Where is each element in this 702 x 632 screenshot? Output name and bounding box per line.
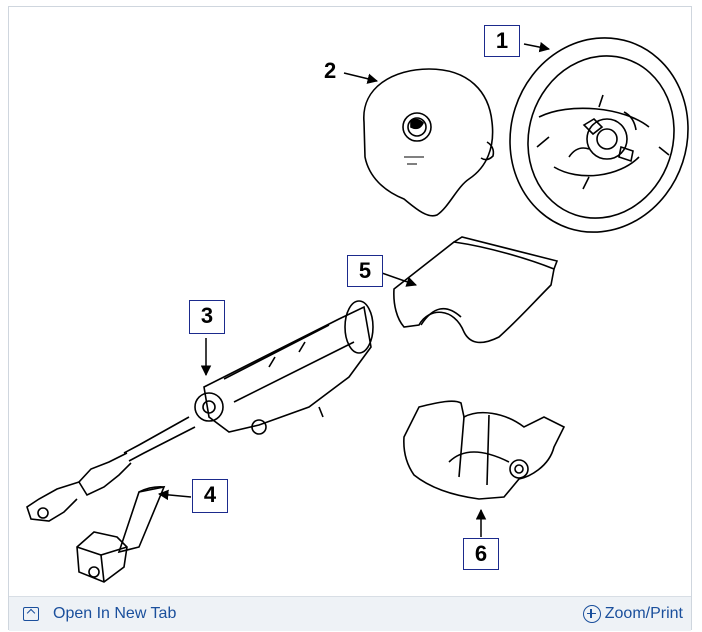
image-toolbar: Open In New Tab Zoom/Print (9, 596, 691, 631)
callout-6: 6 (463, 538, 499, 570)
open-in-new-tab-link[interactable]: Open In New Tab (23, 605, 176, 623)
zoom-print-link[interactable]: Zoom/Print (582, 605, 683, 623)
callout-4: 4 (192, 479, 228, 513)
steering-wheel (509, 37, 689, 233)
open-new-tab-icon (23, 607, 39, 621)
lower-column-shroud (403, 400, 566, 500)
upper-column-shroud (393, 236, 559, 344)
steering-column (26, 300, 374, 522)
diagram-frame (8, 6, 692, 630)
callout-5: 5 (347, 255, 383, 287)
callout-1: 1 (484, 25, 520, 57)
steering-column-diagram (26, 37, 689, 583)
open-in-new-tab-label: Open In New Tab (53, 605, 177, 622)
zoom-print-label: Zoom/Print (604, 605, 683, 622)
zoom-plus-icon (582, 605, 601, 623)
callout-3: 3 (189, 300, 225, 334)
intermediate-shaft (76, 485, 166, 583)
callout-2: 2 (324, 58, 337, 83)
airbag-module (363, 68, 495, 217)
